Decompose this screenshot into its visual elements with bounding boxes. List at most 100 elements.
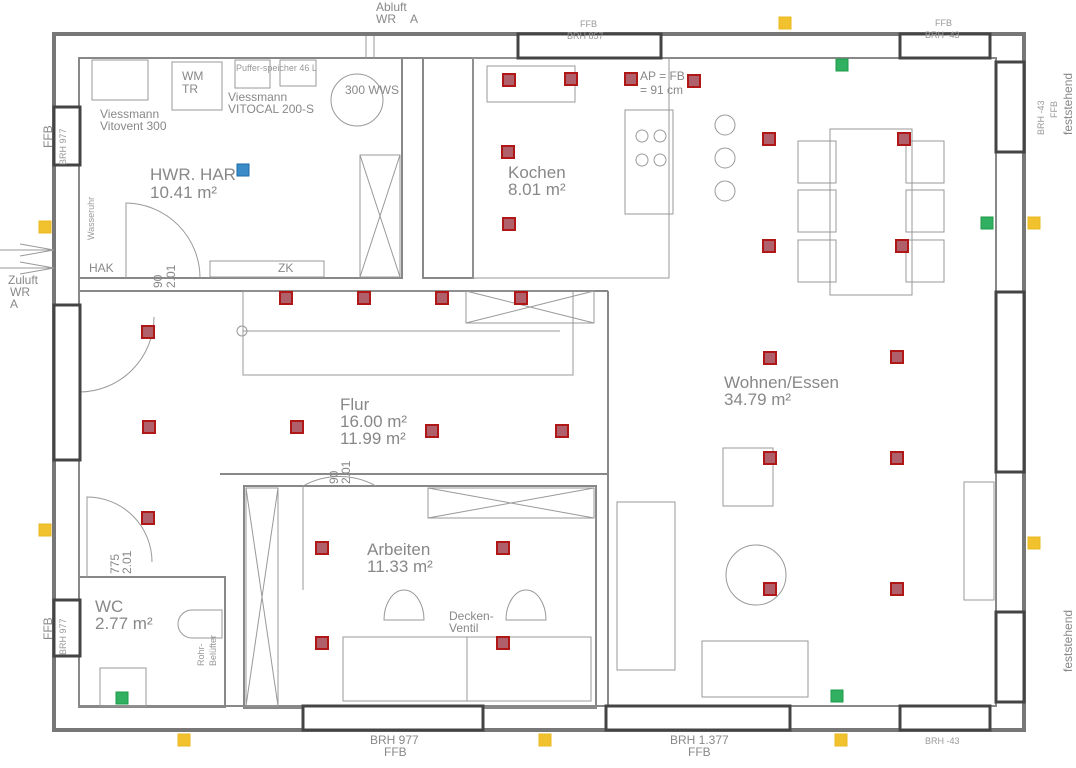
- sofa: [616, 501, 676, 671]
- ceiling-valve-marker[interactable]: [141, 511, 155, 525]
- room-name-wc: WC: [95, 597, 123, 616]
- ceiling-valve-marker[interactable]: [890, 582, 904, 596]
- blue-marker[interactable]: [236, 163, 250, 177]
- label-vitocal: Viessmann: [228, 90, 287, 104]
- door-arbeiten[interactable]: [302, 476, 377, 590]
- ceiling-valve-marker[interactable]: [142, 420, 156, 434]
- ceiling-valve-marker[interactable]: [763, 582, 777, 596]
- outside-marker[interactable]: [834, 733, 848, 747]
- label-ap-height: = 91 cm: [640, 83, 683, 97]
- round-table: [725, 544, 787, 606]
- ceiling-valve-marker[interactable]: [496, 541, 510, 555]
- svg-text:WC2.77 m²: WC2.77 m²: [95, 597, 153, 633]
- ceiling-valve-marker[interactable]: [514, 291, 528, 305]
- ceiling-valve-marker[interactable]: [315, 636, 329, 650]
- ceiling-valve-marker[interactable]: [897, 132, 911, 146]
- outside-marker[interactable]: [38, 523, 52, 537]
- ceiling-valve-marker[interactable]: [555, 424, 569, 438]
- label-speicher: 300 WWS: [345, 83, 399, 97]
- green-marker[interactable]: [115, 691, 129, 705]
- label-abluft: Abluft: [376, 0, 407, 14]
- outside-marker[interactable]: [778, 16, 792, 30]
- ceiling-valve-marker[interactable]: [357, 291, 371, 305]
- green-marker[interactable]: [980, 216, 994, 230]
- label-hak: HAK: [89, 261, 114, 275]
- ceiling-valve-marker[interactable]: [624, 72, 638, 86]
- room-name-kochen: Kochen: [508, 163, 566, 182]
- ceiling-valve-marker[interactable]: [763, 351, 777, 365]
- window-kitchen: [516, 32, 663, 60]
- door-wc[interactable]: [86, 496, 153, 577]
- ceiling-valve-marker[interactable]: [890, 451, 904, 465]
- window-flur: [52, 303, 82, 462]
- label-puffer: Puffer-speicher 46 L: [236, 63, 317, 73]
- label-zuluft-a: A: [10, 297, 18, 311]
- room-area-wc: 2.77 m²: [95, 614, 153, 633]
- shower: [99, 667, 147, 707]
- ceiling-valve-marker[interactable]: [501, 145, 515, 159]
- inner-wall: [78, 57, 997, 707]
- ceiling-valve-marker[interactable]: [763, 451, 777, 465]
- label-wm: WM: [182, 69, 203, 83]
- door-arbeiten-height: 2.01: [339, 460, 353, 484]
- outside-marker[interactable]: [1027, 536, 1041, 550]
- ceiling-valve-marker[interactable]: [564, 72, 578, 86]
- label-brh-bottom-3: BRH -43: [925, 736, 960, 746]
- room-name-flur: Flur: [340, 395, 370, 414]
- sideboard: [963, 481, 995, 601]
- window-right-3: [994, 610, 1026, 704]
- ceiling-valve-marker[interactable]: [290, 420, 304, 434]
- label-ap: AP = FB: [640, 69, 685, 83]
- ceiling-valve-marker[interactable]: [687, 74, 701, 88]
- ceiling-valve-marker[interactable]: [895, 239, 909, 253]
- washer-dryer: [171, 61, 223, 111]
- window-top-right: [898, 32, 992, 60]
- label-zuluft-wr: WR: [10, 285, 30, 299]
- ceiling-valve-marker[interactable]: [141, 325, 155, 339]
- ceiling-valve-marker[interactable]: [762, 132, 776, 146]
- ceiling-valve-marker[interactable]: [496, 636, 510, 650]
- green-marker[interactable]: [830, 689, 844, 703]
- hwr-walls: [78, 57, 403, 279]
- chair: [383, 589, 425, 621]
- door-wc-width: 775: [108, 554, 122, 574]
- door-hwr[interactable]: [125, 202, 201, 279]
- label-ffb-top: FFB: [580, 19, 597, 29]
- label-brh-top: BRH 857: [567, 31, 604, 41]
- vitovent-unit: [91, 59, 149, 101]
- outside-marker[interactable]: [1027, 216, 1041, 230]
- heat-pump-unit: [279, 59, 317, 87]
- ceiling-valve-marker[interactable]: [502, 217, 516, 231]
- ceiling-valve-marker[interactable]: [762, 239, 776, 253]
- room-area-flur: 16.00 m²: [340, 412, 407, 431]
- outside-marker[interactable]: [177, 733, 191, 747]
- ceiling-valve-marker[interactable]: [435, 291, 449, 305]
- ceiling-valve-marker[interactable]: [315, 541, 329, 555]
- window-right-1: [994, 60, 1026, 154]
- label-ffb-left: FFB: [41, 125, 55, 148]
- ceiling-valve-marker[interactable]: [502, 73, 516, 87]
- label-decken: Decken-: [449, 609, 494, 623]
- label-brh-wc: BRH 977: [58, 618, 68, 655]
- label-ffb-wc: FFB: [41, 617, 55, 640]
- outside-marker[interactable]: [38, 220, 52, 234]
- green-marker[interactable]: [835, 58, 849, 72]
- ceiling-valve-marker[interactable]: [425, 424, 439, 438]
- room-area-flur-2: 11.99 m²: [340, 429, 406, 448]
- ceiling-valve-marker[interactable]: [890, 350, 904, 364]
- room-area-hwr: 10.41 m²: [150, 183, 217, 202]
- label-abluft-wr: WR: [376, 12, 396, 26]
- room-area-wohnen: 34.79 m²: [724, 390, 791, 409]
- door-arbeiten-width: 90: [327, 470, 341, 484]
- label-zuluft: Zuluft: [8, 273, 39, 287]
- arbeiten-walls: [243, 485, 597, 709]
- puffer-speicher: [234, 59, 271, 89]
- outside-marker[interactable]: [538, 733, 552, 747]
- sink: [486, 65, 576, 103]
- label-feststehend-2: feststehend: [1061, 610, 1075, 672]
- ceiling-valve-marker[interactable]: [279, 291, 293, 305]
- water-tank: [330, 73, 384, 127]
